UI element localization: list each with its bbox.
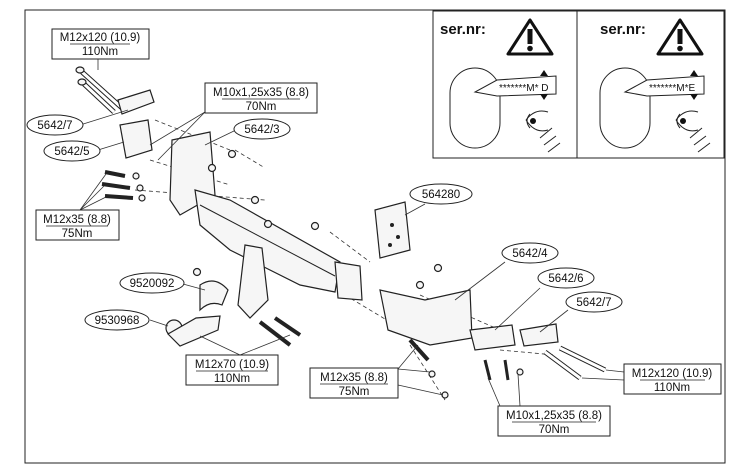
marker-arrow-bottom <box>540 94 548 100</box>
label-oval-5642-7-left <box>26 114 84 136</box>
serial-code-left: *******M* D <box>499 83 548 94</box>
label-m12x120-left-spec: M12x120 (10.9) <box>60 32 141 44</box>
hitch-tag-outline <box>449 67 501 149</box>
label-oval-5642-7-right <box>565 291 623 313</box>
plate-5642-7-left <box>117 89 155 115</box>
clamp-9520092 <box>199 280 229 312</box>
socket-plate-564280 <box>374 201 411 259</box>
label-oval-5642-5 <box>43 140 101 162</box>
marker-arrow-top <box>540 70 548 76</box>
label-oval-9520092 <box>119 272 185 294</box>
label-m10-top-spec: M10x1,25x35 (8.8) <box>213 87 309 99</box>
label-m10-bottom-spec: M10x1,25x35 (8.8) <box>506 410 602 422</box>
tow-bar-parts <box>75 66 607 401</box>
bolt-m12x120-right <box>543 345 607 381</box>
serial-title-right: ser.nr: <box>600 21 646 38</box>
bracket-5642-5 <box>119 119 153 159</box>
label-5642-7-right: 5642/7 <box>576 297 611 309</box>
warning-icon <box>656 18 704 56</box>
label-m12x70-spec: M12x70 (10.9) <box>195 359 269 371</box>
label-m10-bottom-torque: 70Nm <box>539 424 570 436</box>
label-564280: 564280 <box>422 189 460 201</box>
label-5642-6: 5642/6 <box>548 273 583 285</box>
serial-label-tag <box>623 75 705 97</box>
bracket-5642-4 <box>379 289 473 346</box>
label-5642-5: 5642/5 <box>54 146 89 158</box>
bolt-m12x70 <box>258 316 302 347</box>
bolts-m12x35-left <box>101 170 146 202</box>
label-m12x120-left-torque: 110Nm <box>82 46 118 58</box>
serial-label-tag <box>473 75 557 97</box>
label-box-m10-bottom <box>497 405 611 437</box>
marker-arrow-top <box>690 70 698 76</box>
serial-panel-e: ser.nr: *******M*E <box>599 18 711 153</box>
serial-panel-d: ser.nr: *******M* D <box>440 18 561 153</box>
label-m12x120-right-torque: 110Nm <box>654 382 690 394</box>
label-m12x70-torque: 110Nm <box>214 373 250 385</box>
crossbar-right-plate <box>334 261 363 301</box>
label-5642-7-left: 5642/7 <box>37 120 72 132</box>
label-m12x35-left-torque: 75Nm <box>62 228 93 240</box>
label-9530968: 9530968 <box>95 315 140 327</box>
label-box-m12x35-bottom <box>309 367 399 399</box>
label-box-m12x120-right <box>623 363 722 395</box>
label-oval-564280 <box>409 183 473 205</box>
label-9520092: 9520092 <box>130 278 175 290</box>
serial-number-panel: ser.nr: *******M* D ser.nr <box>432 10 725 159</box>
label-box-m10-top <box>204 82 318 114</box>
label-oval-9530968 <box>84 309 150 331</box>
diagram-frame <box>24 9 726 464</box>
bolts-m10-bottom <box>483 359 524 381</box>
label-m10-top-torque: 70Nm <box>246 101 277 113</box>
labels: M12x120 (10.9) 110Nm M10x1,25x35 (8.8) 7… <box>26 28 722 437</box>
label-5642-4: 5642/4 <box>512 248 548 260</box>
label-oval-5642-4 <box>501 242 559 264</box>
label-m12x120-right-spec: M12x120 (10.9) <box>632 368 713 380</box>
eye-icon <box>525 110 561 153</box>
eye-icon <box>675 110 711 153</box>
bolts-m12x35-bottom <box>408 338 449 399</box>
center-mount-bracket <box>237 244 269 319</box>
label-m12x35-bottom-spec: M12x35 (8.8) <box>320 372 388 384</box>
label-oval-5642-3 <box>233 118 291 140</box>
serial-code-right: *******M*E <box>649 83 695 94</box>
warning-icon <box>506 18 554 56</box>
label-m12x35-bottom-torque: 75Nm <box>339 386 370 398</box>
tow-ball-9530968 <box>165 315 221 347</box>
serial-title-left: ser.nr: <box>440 21 486 38</box>
plate-5642-6 <box>469 324 516 351</box>
plate-5642-7-right <box>519 323 559 347</box>
label-box-m12x35-left <box>35 209 120 241</box>
label-oval-5642-6 <box>537 267 595 289</box>
hitch-tag-outline <box>599 67 651 149</box>
label-m12x35-left-spec: M12x35 (8.8) <box>43 214 111 226</box>
label-5642-3: 5642/3 <box>244 124 279 136</box>
label-box-m12x70 <box>185 354 279 386</box>
marker-arrow-bottom <box>690 94 698 100</box>
bolt-m12x120-left <box>75 66 124 114</box>
